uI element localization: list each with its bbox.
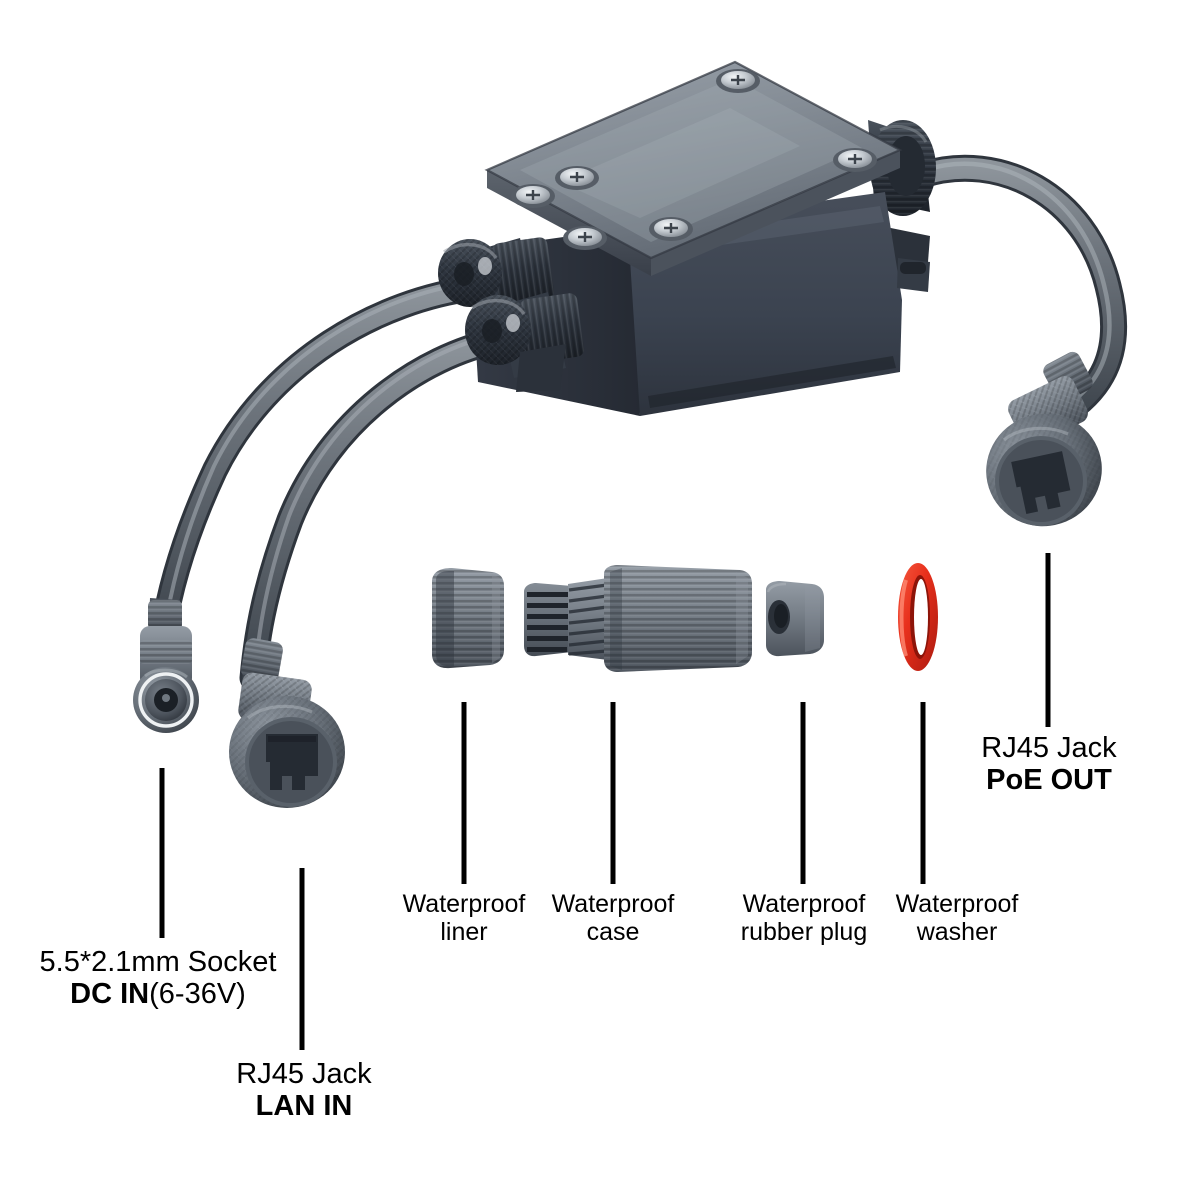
lid-screw <box>716 69 760 93</box>
junction-box <box>438 60 936 416</box>
lid-screw <box>555 166 599 190</box>
callout-dc-in-bold: DC IN <box>70 978 150 1011</box>
callout-waterproof-washer-line2: washer <box>916 918 998 946</box>
rj45-lan-in-connector <box>229 638 345 808</box>
leader-line-group <box>159 553 1051 1050</box>
callout-poe-out: RJ45 Jack PoE OUT <box>930 732 1168 797</box>
callout-waterproof-case-line1: Waterproof <box>551 890 675 918</box>
callout-dc-in: 5.5*2.1mm Socket DC IN(6-36V) <box>18 946 298 1011</box>
callout-dc-in-line2: DC IN(6-36V) <box>18 978 298 1010</box>
callout-waterproof-case: Waterproof case <box>524 890 702 946</box>
callout-dc-in-range: (6-36V) <box>149 978 246 1011</box>
part-waterproof-washer <box>898 563 938 671</box>
part-waterproof-liner <box>432 568 504 669</box>
callout-waterproof-rubber-plug: Waterproof rubber plug <box>706 890 902 946</box>
cable-gland-upper-left <box>438 237 555 322</box>
callout-poe-out-line2: PoE OUT <box>986 764 1112 797</box>
part-waterproof-rubber-plug <box>766 581 824 657</box>
callout-waterproof-rubber-plug-line2: rubber plug <box>740 918 868 946</box>
dc-socket-connector <box>133 598 199 733</box>
cable-group <box>150 154 1128 692</box>
rj45-poe-out-connector <box>986 351 1102 527</box>
callout-waterproof-liner-line1: Waterproof <box>402 890 526 918</box>
callout-waterproof-liner: Waterproof liner <box>373 890 555 946</box>
lid-screw <box>563 226 607 250</box>
lid-screw <box>833 148 877 172</box>
callout-lan-in: RJ45 Jack LAN IN <box>175 1058 433 1123</box>
lid-screw <box>550 184 596 208</box>
callout-waterproof-liner-line2: liner <box>440 918 488 946</box>
callout-waterproof-case-line2: case <box>586 918 640 946</box>
callout-waterproof-rubber-plug-line1: Waterproof <box>742 890 866 918</box>
callout-lan-in-line2: LAN IN <box>255 1090 353 1123</box>
part-waterproof-case <box>524 565 752 672</box>
callout-lan-in-line1: RJ45 Jack <box>236 1058 372 1090</box>
lid-screw <box>649 217 693 241</box>
cable-gland-lower-left <box>465 292 585 392</box>
lid-screw-group <box>511 69 877 250</box>
callout-dc-in-line1: 5.5*2.1mm Socket <box>39 946 277 978</box>
callout-poe-out-line1: RJ45 Jack <box>981 732 1117 764</box>
callout-waterproof-washer-line1: Waterproof <box>895 890 1019 918</box>
callout-waterproof-washer: Waterproof washer <box>860 890 1054 946</box>
lid-screw <box>511 184 555 208</box>
